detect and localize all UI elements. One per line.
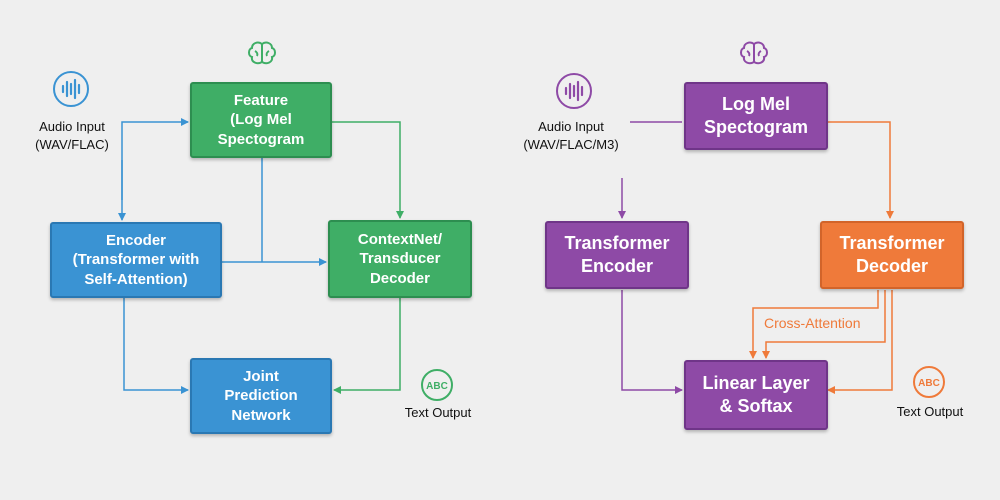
- log-mel-spectrogram-box[interactable]: Log Mel Spectogram: [684, 82, 828, 150]
- spectrogram-box-text: Log Mel Spectogram: [703, 93, 809, 137]
- transformer-decoder-text: Transformer Decoder: [839, 232, 945, 276]
- linear-softmax-box[interactable]: Linear Layer & Softax: [684, 360, 828, 430]
- audio-input-label-right: Audio Input (WAV/FLAC/M3): [512, 118, 630, 154]
- link-encoder-to-linear: [621, 290, 683, 394]
- transformer-encoder-box[interactable]: Transformer Encoder: [545, 221, 689, 289]
- brain-icon: [248, 41, 276, 65]
- abc-text-icon: ABC: [421, 369, 453, 401]
- joint-prediction-box[interactable]: Joint Prediction Network: [190, 358, 332, 434]
- audio-input-label: Audio Input (WAV/FLAC): [35, 119, 109, 152]
- decoder-box-text: ContextNet/ Transducer Decoder: [357, 230, 443, 287]
- link-input-to-feature: [121, 118, 189, 200]
- transformer-decoder-box[interactable]: Transformer Decoder: [820, 221, 964, 289]
- link-spectrogram-to-decoder: [828, 121, 894, 219]
- cross-attention-label: Cross-Attention: [762, 315, 863, 331]
- abc-icon-text: ABC: [426, 381, 448, 392]
- link-cross-attention-outer: [762, 290, 886, 359]
- link-cross-attention-inner: [749, 290, 879, 359]
- abc-icon-text: ABC: [918, 378, 940, 389]
- encoder-box-text: Encoder (Transformer with Self-Attention…: [72, 231, 200, 288]
- encoder-box[interactable]: Encoder (Transformer with Self-Attention…: [50, 222, 222, 298]
- abc-text-icon: ABC: [913, 366, 945, 398]
- linear-box-text: Linear Layer & Softax: [702, 372, 810, 416]
- link-decoder-to-joint: [333, 298, 401, 394]
- transformer-encoder-text: Transformer Encoder: [564, 232, 670, 276]
- feature-log-mel-box[interactable]: Feature (Log Mel Spectogram: [190, 82, 332, 158]
- brain-icon: [740, 41, 768, 65]
- link-spectrogram-to-input: [621, 121, 682, 150]
- link-decoder-to-linear: [827, 290, 893, 394]
- joint-box-text: Joint Prediction Network: [224, 367, 298, 424]
- link-encoder-to-joint: [123, 298, 189, 394]
- text-output-label: Text Output: [404, 405, 472, 420]
- link-feature-to-decoder: [332, 121, 404, 219]
- audio-wave-icon: [556, 73, 592, 109]
- audio-wave-icon: [53, 71, 89, 107]
- feature-box-text: Feature (Log Mel Spectogram: [217, 91, 305, 148]
- text-output-label-right: Text Output: [896, 404, 964, 419]
- contextnet-decoder-box[interactable]: ContextNet/ Transducer Decoder: [328, 220, 472, 298]
